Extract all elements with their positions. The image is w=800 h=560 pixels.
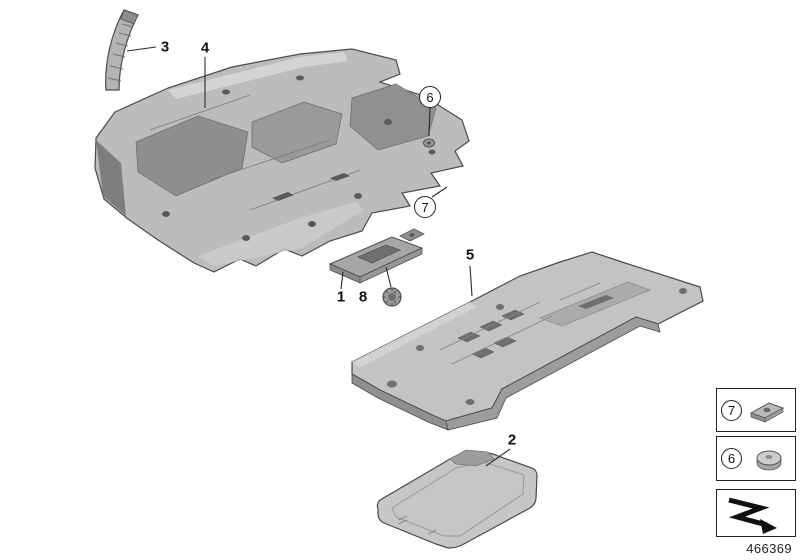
callout-2[interactable]: 2: [507, 431, 517, 449]
legend-callout-6: 6: [721, 448, 742, 469]
callout-3[interactable]: 3: [160, 38, 170, 56]
legend-item-6[interactable]: 6: [716, 436, 796, 481]
callout-4[interactable]: 4: [200, 39, 210, 57]
part-floor-covering-rear: [351, 251, 704, 431]
part-insert-mat: [328, 228, 425, 284]
callout-8[interactable]: 8: [358, 288, 368, 306]
leader-lines: [126, 46, 511, 467]
part-trim-panel-bottom: [376, 449, 538, 549]
part-plug-grommet: [382, 287, 402, 307]
plug-part-icon: [756, 450, 782, 470]
clip-part-icon: [749, 402, 785, 423]
legend-callout-7: 7: [721, 399, 742, 421]
part-pillar-trim: [105, 9, 139, 91]
callout-7-circled[interactable]: 7: [414, 196, 436, 218]
legend-item-7[interactable]: 7: [716, 388, 796, 432]
legend-related-diagram-link[interactable]: [716, 489, 796, 537]
callout-6-circled[interactable]: 6: [419, 86, 441, 108]
part-floor-covering-front: [94, 48, 470, 273]
zigzag-arrow-icon: [728, 497, 777, 534]
diagram-number: 466369: [746, 541, 792, 556]
callout-5[interactable]: 5: [465, 246, 475, 264]
part-grommet-small: [423, 138, 435, 148]
callout-1[interactable]: 1: [336, 288, 346, 306]
